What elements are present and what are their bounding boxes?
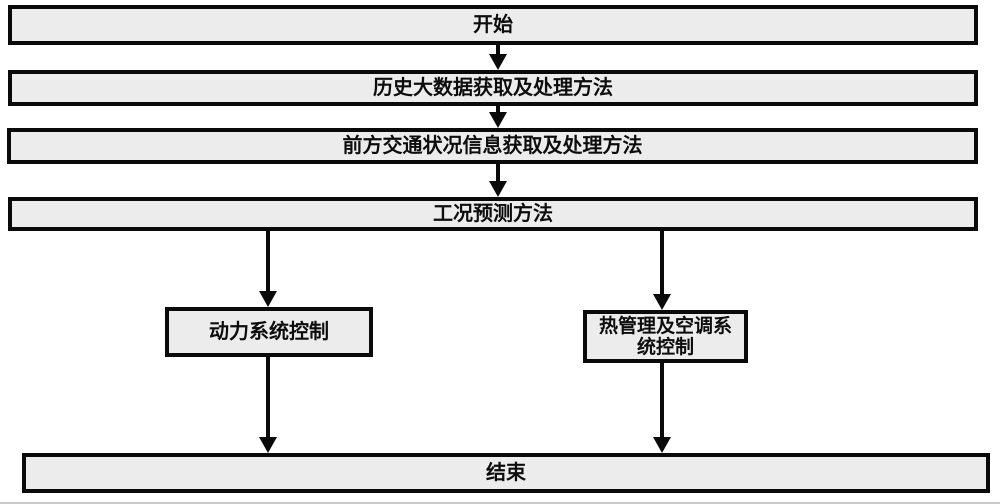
- arrow-traffic-to-prediction: [489, 164, 507, 197]
- arrowhead-down-icon: [259, 291, 277, 307]
- node-thermal-ac-control: 热管理及空调系统控制: [583, 310, 748, 363]
- node-condition-prediction: 工况预测方法: [8, 197, 978, 231]
- arrow-shaft: [660, 363, 664, 437]
- arrow-history-to-traffic: [489, 106, 507, 128]
- node-end: 结束: [22, 453, 990, 493]
- node-condition-prediction-label: 工况预测方法: [433, 203, 553, 225]
- arrow-shaft: [496, 164, 500, 181]
- node-history-data-label: 历史大数据获取及处理方法: [373, 77, 613, 99]
- arrow-shaft: [266, 231, 270, 291]
- arrowhead-down-icon: [489, 112, 507, 128]
- arrowhead-down-icon: [489, 54, 507, 70]
- arrow-start-to-history: [489, 45, 507, 70]
- arrowhead-down-icon: [653, 294, 671, 310]
- arrow-prediction-to-power: [259, 231, 277, 307]
- node-start-label: 开始: [473, 14, 513, 36]
- node-traffic-info: 前方交通状况信息获取及处理方法: [7, 128, 978, 164]
- arrowhead-down-icon: [259, 437, 277, 453]
- arrow-shaft: [660, 231, 664, 294]
- node-power-system-control-label: 动力系统控制: [209, 321, 329, 343]
- arrow-prediction-to-thermal: [653, 231, 671, 310]
- arrow-shaft: [496, 106, 500, 112]
- node-thermal-ac-control-label: 热管理及空调系统控制: [598, 315, 732, 358]
- node-power-system-control: 动力系统控制: [165, 307, 373, 357]
- arrow-thermal-to-end: [653, 363, 671, 453]
- arrowhead-down-icon: [653, 437, 671, 453]
- arrow-shaft: [266, 357, 270, 437]
- node-start: 开始: [8, 5, 978, 45]
- arrow-shaft: [496, 45, 500, 54]
- arrow-power-to-end: [259, 357, 277, 453]
- node-traffic-info-label: 前方交通状况信息获取及处理方法: [342, 135, 643, 157]
- node-history-data: 历史大数据获取及处理方法: [8, 70, 978, 106]
- node-end-label: 结束: [486, 462, 526, 484]
- arrowhead-down-icon: [489, 181, 507, 197]
